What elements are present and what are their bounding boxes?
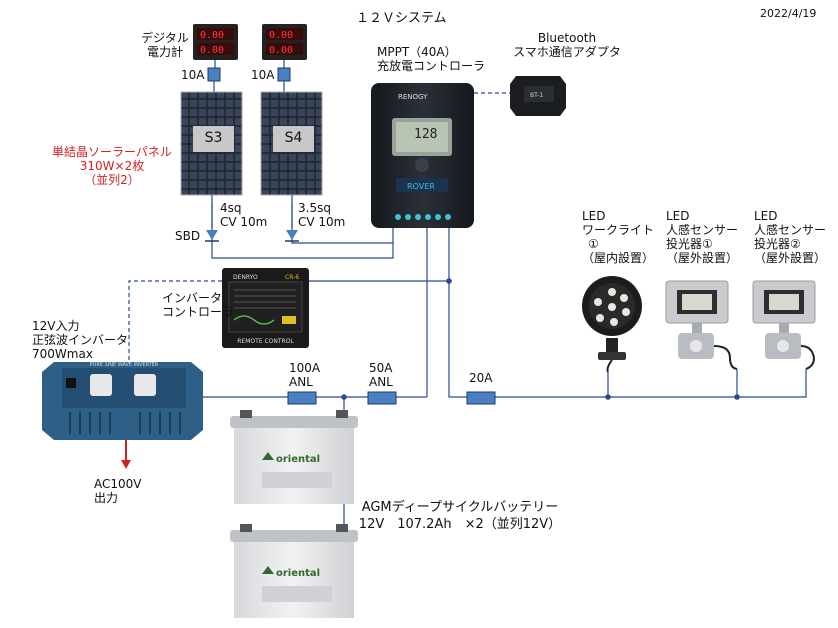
mppt-brand: RENOGY [398,93,428,101]
battery-top [230,410,358,504]
panel-tag-s3 [193,126,234,152]
fuse-10a-s3-label: 10A [181,68,205,82]
sensor-light-2-label: LED 人感センサー 投光器② （屋外設置） [754,209,827,265]
fuse-10a-s4-label: 10A [251,68,275,82]
ac-output-label: AC100V 出力 [94,477,142,505]
panel-s3-label: S3 [204,130,223,146]
sbd-label: SBD [175,229,201,243]
digital-meter-s4: 0.00 0.00 [262,24,307,68]
mppt-controller [371,83,474,228]
controller-link [128,280,222,360]
inverter-controller-model: CR-6 [285,274,300,281]
wire-load-bus [448,228,807,398]
meter-label: デジタル 電力計 [141,31,189,59]
led-sensor-floodlight-2 [752,280,816,370]
fuse-50a-anl [367,391,397,405]
junction-dot [446,278,452,284]
bluetooth-label: Bluetooth スマホ通信アダプタ [513,31,621,59]
fuse-100a-anl [287,391,317,405]
junction-dot [734,394,740,400]
sensor-light-1-label: LED 人感センサー 投光器① （屋外設置） [666,209,739,265]
svg-text:0.00: 0.00 [200,30,224,41]
fuse-20a-label: 20A [469,371,493,385]
fuse-50a-label: 50A ANL [369,361,393,389]
svg-text:0.00: 0.00 [200,45,224,56]
battery-top-brand: oriental [276,454,321,465]
fuse-10a-s4 [277,67,291,82]
fuse-20a [466,391,496,405]
work-light-label: LED ワークライト ① （屋内設置） [582,209,655,265]
diagram-title: １２Ｖシステム [356,11,447,26]
junction-dots [341,278,740,400]
sbd-diode-s3 [205,230,219,242]
bluetooth-adapter [510,76,566,116]
panel-s4-label: S4 [284,130,303,146]
mppt-label: MPPT（40A） 充放電コントローラ [377,45,486,73]
inverter-label: 12V入力 正弦波インバータ 700Wmax [32,319,129,361]
cable-s3-label: 4sq CV 10m [220,201,268,229]
digital-meter-s3: 0.00 0.00 [193,24,238,68]
fuse-10a-s3 [207,67,221,82]
inverter-controller-label: インバータ コントローラ [162,291,235,319]
mppt-display: 128 [414,127,438,142]
inverter-panel-text: PURE SINE WAVE INVERTER [89,362,159,368]
sbd-diode-s4 [285,230,299,242]
battery-bottom-brand: oriental [276,568,321,579]
mppt-model: ROVER [407,182,435,191]
led-work-light [582,276,642,373]
battery-bottom [230,524,358,618]
junction-dot [341,394,347,400]
diagram-date: 2022/4/19 [760,7,817,20]
inverter-controller-brand: DENRYO [233,274,258,281]
fuse-100a-label: 100A ANL [289,361,321,389]
solar-panel-label: 単結晶ソーラーパネル 310W×2枚 （並列2） [52,145,172,187]
panel-tag-s4 [273,126,314,152]
bluetooth-model: BT-1 [530,92,544,99]
svg-text:0.00: 0.00 [269,45,293,56]
svg-text:0.00: 0.00 [269,30,293,41]
inverter-controller-footer: REMOTE CONTROL [237,338,294,345]
cable-s4-label: 3.5sq CV 10m [298,201,346,229]
led-sensor-floodlight-1 [665,280,738,370]
junction-dot [605,394,611,400]
battery-label: AGMディープサイクルバッテリー 12V 107.2Ah ×2（並列12V） [358,500,562,532]
inverter-controller [222,268,309,348]
sine-wave-inverter [42,362,203,440]
comm-lines [128,92,512,360]
